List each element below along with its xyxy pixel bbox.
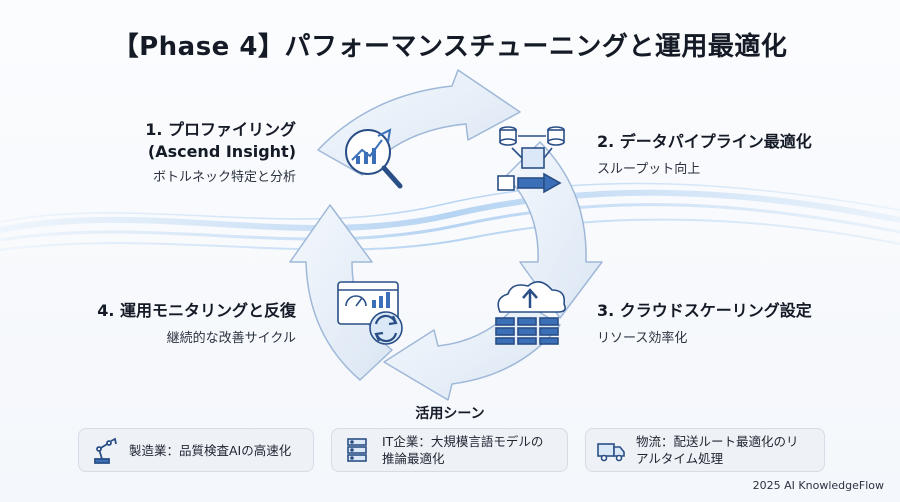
- usage-card-manufacturing: 製造業：品質検査AIの高速化: [78, 428, 314, 472]
- usage-title: 活用シーン: [415, 406, 485, 422]
- usage-card-it: IT企業：大規模言語モデルの 推論最適化: [331, 428, 568, 472]
- step-1-title-line1: 1. プロファイリング: [145, 120, 296, 139]
- step-1-title-line2: (Ascend Insight): [147, 142, 296, 161]
- magnifier-chart-icon: [345, 128, 403, 189]
- step-3-title: 3. クラウドスケーリング設定: [597, 301, 812, 320]
- usage-card-it-line2: 推論最適化: [382, 451, 445, 466]
- server-icon: [332, 429, 382, 471]
- step-1-subtitle: ボトルネック特定と分析: [152, 170, 296, 185]
- usage-card-it-line1: IT企業：大規模言語モデルの: [382, 434, 544, 449]
- step-2-title: 2. データパイプライン最適化: [597, 132, 812, 151]
- truck-icon: [586, 429, 636, 471]
- cycle-arrow-bottom: [383, 299, 561, 401]
- usage-card-logistics-text: 物流：配送ルート最適化のリ アルタイム処理: [636, 433, 799, 467]
- robot-arm-icon: [79, 429, 129, 471]
- usage-card-it-text: IT企業：大規模言語モデルの 推論最適化: [382, 433, 543, 467]
- usage-card-logistics-line1: 物流：配送ルート最適化のリ: [636, 434, 799, 449]
- page-title: 【Phase 4】パフォーマンスチューニングと運用最適化: [112, 32, 788, 62]
- step-1-title: 1. プロファイリング (Ascend Insight): [110, 119, 296, 163]
- dashboard-refresh-icon: [337, 281, 403, 345]
- step-4-title: 4. 運用モニタリングと反復: [97, 301, 296, 320]
- step-2-subtitle: スループット向上: [597, 162, 701, 177]
- step-4-subtitle: 継続的な改善サイクル: [166, 331, 296, 346]
- usage-card-logistics: 物流：配送ルート最適化のリ アルタイム処理: [585, 428, 825, 472]
- data-pipeline-icon: [497, 126, 565, 194]
- footer-credit: 2025 AI KnowledgeFlow: [752, 479, 884, 492]
- cloud-server-icon: [495, 281, 566, 345]
- usage-card-logistics-line2: アルタイム処理: [636, 451, 724, 466]
- usage-card-manufacturing-text: 製造業：品質検査AIの高速化: [129, 442, 292, 458]
- step-3-subtitle: リソース効率化: [597, 331, 688, 346]
